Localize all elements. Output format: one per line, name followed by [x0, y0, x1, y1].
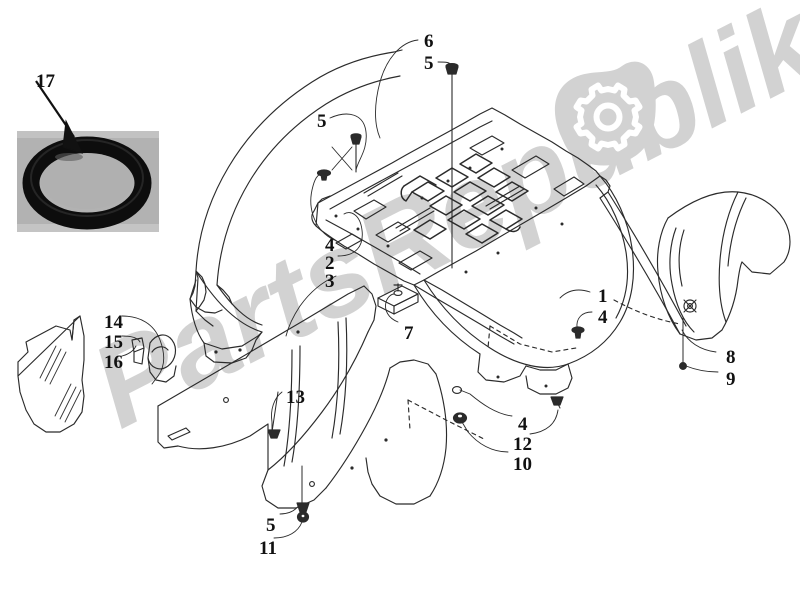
- flap-bracket: [131, 334, 177, 383]
- callout-label-6[interactable]: 6: [424, 31, 434, 52]
- cargo-rack-plate: [311, 107, 611, 345]
- fender-flare-right: [599, 191, 791, 341]
- callout-label-9[interactable]: 9: [726, 369, 736, 390]
- rack-mesh-grid: [400, 153, 529, 244]
- right-rear-fender: [413, 175, 635, 395]
- fastener-group: [267, 63, 687, 523]
- callout-label-16[interactable]: 16: [104, 352, 123, 373]
- callout-label-4-bottom[interactable]: 4: [518, 414, 528, 435]
- callout-label-4-right[interactable]: 4: [598, 307, 608, 328]
- oring-photo: [17, 131, 159, 232]
- mud-flap-left: [17, 315, 85, 433]
- callout-label-13[interactable]: 13: [286, 387, 305, 408]
- leader-lines: [121, 39, 719, 539]
- callout-label-1[interactable]: 1: [598, 286, 608, 307]
- callout-label-11[interactable]: 11: [259, 538, 277, 559]
- callout-label-5-bottom[interactable]: 5: [266, 515, 276, 536]
- callout-label-3[interactable]: 3: [325, 271, 335, 292]
- callout-label-15[interactable]: 15: [104, 332, 123, 353]
- bracket-clip-7: [377, 283, 419, 315]
- callout-17-arrow: [35, 80, 83, 154]
- callout-label-17[interactable]: 17: [36, 71, 55, 92]
- callout-label-5-left[interactable]: 5: [317, 111, 327, 132]
- callout-label-2[interactable]: 2: [325, 253, 335, 274]
- left-fender-panel: [189, 49, 403, 364]
- callout-label-12[interactable]: 12: [513, 434, 532, 455]
- callout-label-5-top[interactable]: 5: [424, 53, 434, 74]
- photo-inset-oring: [17, 131, 159, 232]
- callout-label-7[interactable]: 7: [404, 323, 414, 344]
- callout-label-8[interactable]: 8: [726, 347, 736, 368]
- callout-label-14[interactable]: 14: [104, 312, 123, 333]
- lower-side-panel: [157, 285, 487, 509]
- callout-label-4-left[interactable]: 4: [325, 235, 335, 256]
- callout-label-10[interactable]: 10: [513, 454, 532, 475]
